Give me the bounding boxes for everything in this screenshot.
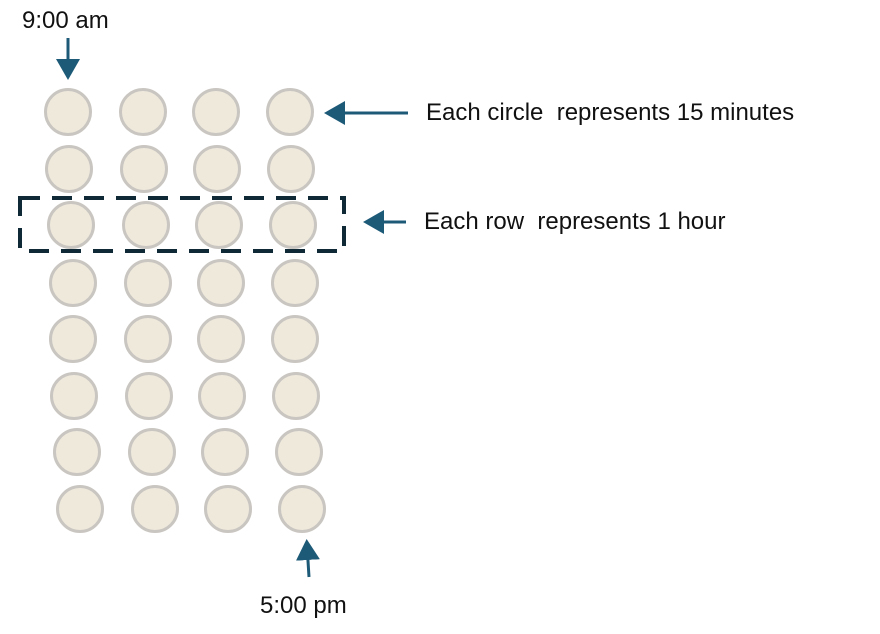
time-circle <box>120 145 168 193</box>
end-time-label: 5:00 pm <box>260 592 347 619</box>
time-circle <box>125 372 173 420</box>
time-circle <box>45 145 93 193</box>
time-circle <box>275 428 323 476</box>
time-circle <box>192 88 240 136</box>
end-arrow <box>295 539 320 578</box>
time-circle <box>267 145 315 193</box>
start-time-label: 9:00 am <box>22 7 109 34</box>
time-circle <box>44 88 92 136</box>
highlighted-row-box <box>18 196 346 253</box>
time-circle <box>204 485 252 533</box>
time-circle <box>197 315 245 363</box>
time-circle <box>193 145 241 193</box>
time-circle <box>124 315 172 363</box>
time-circle <box>50 372 98 420</box>
time-circle <box>195 201 243 249</box>
time-circle <box>49 315 97 363</box>
time-circle <box>124 259 172 307</box>
time-circle <box>271 259 319 307</box>
row-note-label: Each row represents 1 hour <box>424 208 726 235</box>
time-circle <box>56 485 104 533</box>
time-circle <box>119 88 167 136</box>
time-circle <box>272 372 320 420</box>
time-circle <box>266 88 314 136</box>
time-circle <box>49 259 97 307</box>
time-circle <box>278 485 326 533</box>
time-circle <box>131 485 179 533</box>
time-circle <box>122 201 170 249</box>
time-circle <box>271 315 319 363</box>
circle-note-label: Each circle represents 15 minutes <box>426 99 795 126</box>
time-circle <box>53 428 101 476</box>
time-circle <box>201 428 249 476</box>
time-circle <box>198 372 246 420</box>
circle-grid <box>44 88 326 533</box>
time-circle <box>269 201 317 249</box>
time-circle <box>197 259 245 307</box>
time-circle <box>47 201 95 249</box>
time-circle <box>128 428 176 476</box>
